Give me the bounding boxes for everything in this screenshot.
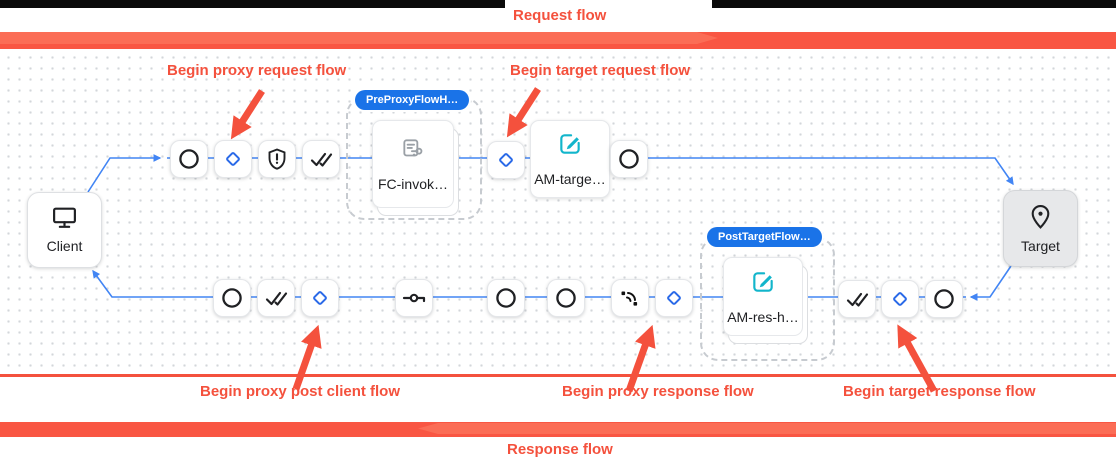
diamond-icon — [313, 291, 327, 305]
annotation-target-response: Begin target response flow — [843, 383, 1036, 400]
request-flow-label: Request flow — [513, 7, 607, 24]
post-target-flow-badge[interactable]: PostTargetFlow… — [707, 227, 822, 247]
monitor-icon — [51, 206, 78, 233]
flow-callout-label: FC-invok… — [377, 176, 448, 192]
step-node-circle[interactable] — [170, 140, 208, 178]
annotation-proxy-response: Begin proxy response flow — [562, 383, 754, 400]
response-flow-arrow — [418, 423, 1116, 434]
circle-icon — [496, 288, 516, 308]
step-node-diamond[interactable] — [655, 279, 693, 317]
step-node-circle[interactable] — [213, 279, 251, 317]
target-label: Target — [1021, 237, 1060, 254]
signal-icon — [621, 291, 638, 306]
step-node-key[interactable] — [395, 279, 433, 317]
edit-icon — [557, 131, 583, 162]
client-label: Client — [46, 238, 83, 254]
circle-icon — [179, 149, 199, 169]
annotation-proxy-request: Begin proxy request flow — [167, 62, 347, 79]
diamond-icon — [893, 292, 907, 306]
flow-callout-icon — [400, 136, 426, 167]
step-node-diamond[interactable] — [487, 141, 525, 179]
am-target-label: AM-targe… — [534, 171, 606, 187]
diamond-icon — [226, 152, 240, 166]
step-node-double-check[interactable] — [302, 140, 340, 178]
annotation-target-request: Begin target request flow — [510, 62, 691, 79]
step-node-shield[interactable] — [258, 140, 296, 178]
pin-icon — [1029, 204, 1052, 233]
step-node-diamond[interactable] — [214, 140, 252, 178]
client-endpoint[interactable]: Client — [27, 192, 102, 268]
step-node-circle[interactable] — [610, 140, 648, 178]
key-icon — [402, 293, 426, 303]
annotation-proxy-post-client: Begin proxy post client flow — [200, 383, 401, 400]
circle-icon — [222, 288, 242, 308]
am-target-node[interactable]: AM-targe… — [530, 120, 610, 198]
edit-icon — [750, 269, 776, 300]
am-response-label: AM-res-h… — [727, 308, 799, 325]
step-node-diamond[interactable] — [301, 279, 339, 317]
shield-icon — [268, 148, 286, 170]
pre-proxy-flow-badge[interactable]: PreProxyFlowH… — [355, 90, 470, 110]
step-node-circle[interactable] — [925, 280, 963, 318]
canvas-bottom-red-line — [0, 374, 1116, 377]
flow-canvas — [0, 49, 1116, 374]
am-response-node[interactable]: AM-res-h… — [723, 257, 803, 336]
step-node-signal[interactable] — [611, 279, 649, 317]
diamond-icon — [499, 153, 513, 167]
double-check-icon — [310, 152, 332, 167]
diamond-icon — [667, 291, 681, 305]
request-flow-arrow — [0, 32, 718, 44]
double-check-icon — [846, 292, 868, 307]
circle-icon — [556, 288, 576, 308]
step-node-double-check[interactable] — [257, 279, 295, 317]
step-node-double-check[interactable] — [838, 280, 876, 318]
double-check-icon — [265, 291, 287, 306]
step-node-circle[interactable] — [487, 279, 525, 317]
request-flow-label-box: Request flow — [505, 0, 712, 31]
step-node-diamond[interactable] — [881, 280, 919, 318]
circle-icon — [619, 149, 639, 169]
step-node-circle[interactable] — [547, 279, 585, 317]
response-flow-label: Response flow — [507, 441, 613, 458]
circle-icon — [934, 289, 954, 309]
flow-callout-node[interactable]: FC-invok… — [372, 120, 454, 208]
target-endpoint[interactable]: Target — [1003, 190, 1078, 267]
